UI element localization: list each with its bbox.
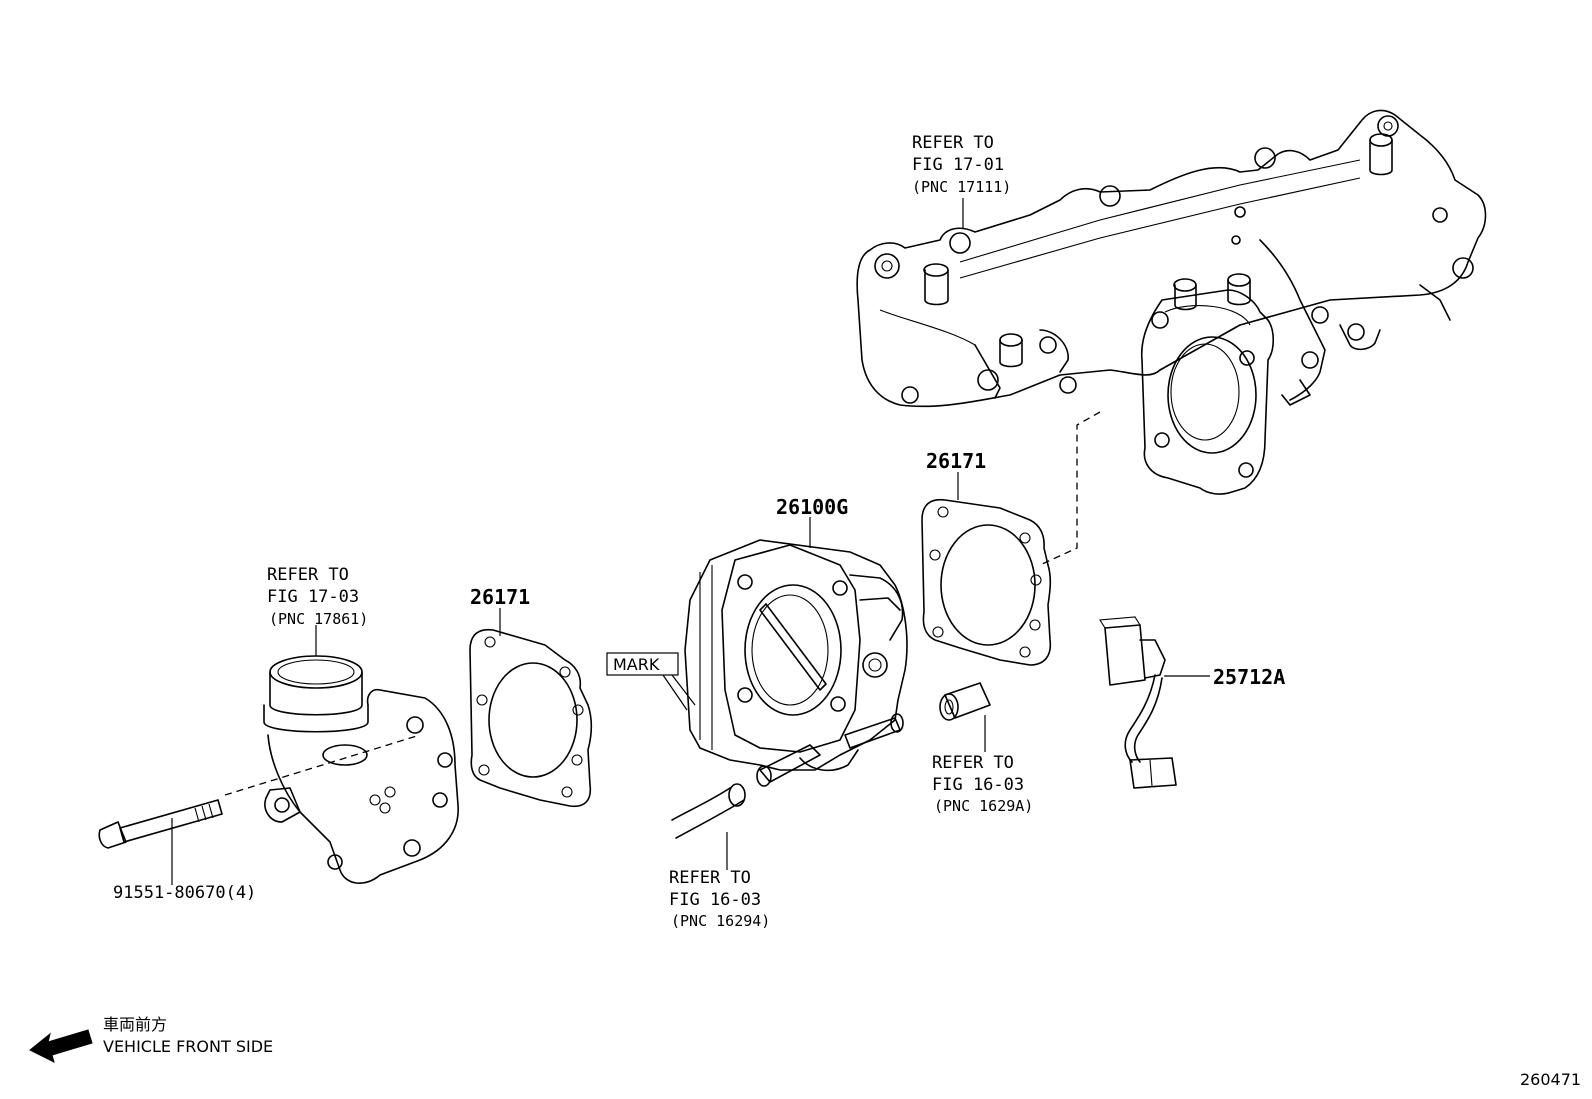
intake-refer-line2: FIG 17-03 [267,587,359,607]
hose-right [939,682,991,721]
gasket-right [921,498,1052,666]
hose-right-refer-label: REFER TO FIG 16-03 (PNC 1629A) [932,753,1033,815]
hose-right-refer-line2: FIG 16-03 [932,775,1024,795]
manifold-refer-line3: (PNC 17111) [912,178,1011,196]
direction-label-jp: 車両前方 [103,1015,167,1034]
mark-label: MARK [613,655,660,674]
manifold-refer-label: REFER TO FIG 17-01 (PNC 17111) [912,133,1011,196]
arrow-left-icon [29,1029,93,1063]
front-direction-indicator: 車両前方 VEHICLE FRONT SIDE [29,1015,273,1063]
gasket-right-part-number: 26171 [926,449,986,473]
hose-left-refer-line2: FIG 16-03 [669,890,761,910]
intake-refer-line3: (PNC 17861) [269,610,368,628]
intake-refer-line1: REFER TO [267,565,349,585]
throttle-body-part-number: 26100G [776,495,848,519]
sensor-part-number: 25712A [1213,665,1285,689]
hose-right-refer-line3: (PNC 1629A) [934,797,1033,815]
intake-manifold [856,109,1487,495]
figure-number: 260471 [1520,1070,1581,1089]
gasket-left-part-number: 26171 [470,585,530,609]
mark-callout: MARK [606,652,696,711]
direction-label-en: VEHICLE FRONT SIDE [103,1037,273,1056]
sensor-harness [1099,616,1177,789]
hose-left-refer-label: REFER TO FIG 16-03 (PNC 16294) [669,868,770,930]
intake-connector [263,655,459,884]
hose-left [671,783,746,839]
alignment-line-bolt [224,734,421,796]
hose-left-refer-line3: (PNC 16294) [671,912,770,930]
hose-right-refer-line1: REFER TO [932,753,1014,773]
manifold-refer-line2: FIG 17-01 [912,155,1004,175]
alignment-line-manifold [1039,411,1101,566]
manifold-refer-line1: REFER TO [912,133,994,153]
bolt-part-number: 91551-80670(4) [113,883,256,903]
bolt [98,799,223,849]
throttle-body [684,539,908,787]
intake-refer-label: REFER TO FIG 17-03 (PNC 17861) [267,565,368,628]
gasket-left [469,628,593,808]
hose-left-refer-line1: REFER TO [669,868,751,888]
